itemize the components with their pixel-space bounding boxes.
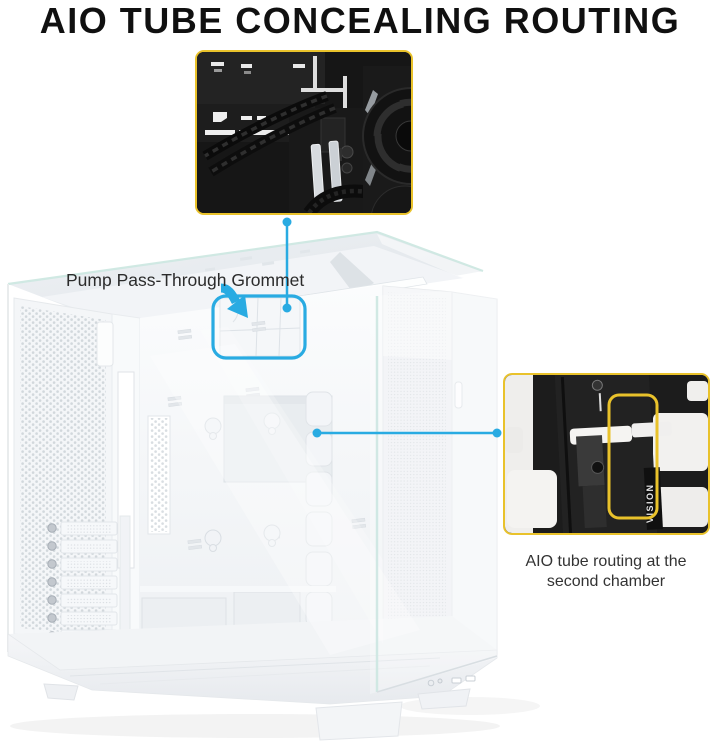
right-callout: VISION [503, 373, 710, 535]
top-callout-photo [197, 52, 411, 213]
case-foot-front [315, 701, 403, 741]
top-callout [195, 50, 413, 215]
white-bracket [301, 56, 347, 108]
case-base [7, 616, 498, 741]
vision-logo-text: VISION [645, 483, 655, 523]
page-title: AIO TUBE CONCEALING ROUTING [39, 0, 681, 41]
right-callout-photo: VISION [505, 375, 708, 533]
front-io-ports [427, 675, 476, 687]
glass-cutouts [505, 381, 708, 528]
right-mesh-column [382, 285, 498, 669]
white-sleeved-cables [310, 140, 343, 204]
grommet-label: Pump Pass-Through Grommet [66, 270, 305, 290]
chamber-frame [554, 375, 672, 533]
case-foot-right [417, 688, 471, 710]
cable-channel-covers [305, 391, 333, 627]
case-fan [362, 66, 411, 213]
caption-line-2: second chamber [546, 573, 666, 590]
front-glass-panel [150, 288, 498, 694]
right-callout-caption: AIO tube routing at the second chamber [500, 552, 712, 592]
caption-line-1: AIO tube routing at the [525, 553, 687, 570]
rubber-grommets [204, 412, 281, 552]
aio-tubes [202, 91, 337, 177]
aio-routing-highlight-box [607, 393, 659, 520]
case-foot-left [43, 683, 79, 701]
